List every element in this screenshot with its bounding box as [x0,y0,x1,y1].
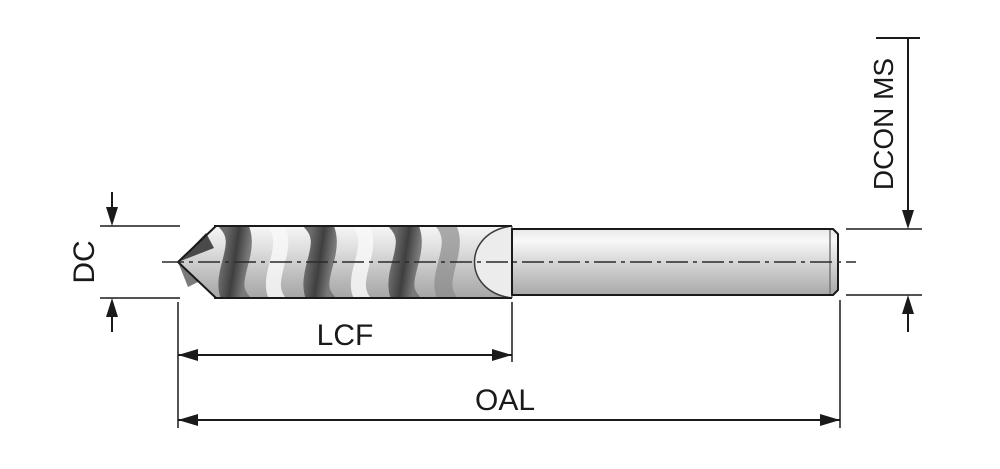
flute-outline [214,225,512,299]
arrowhead-down [902,210,914,229]
dcon-ms-dimension: DCON MS [846,37,922,332]
arrowhead-right [492,349,512,361]
dc-label: DC [68,240,101,283]
lcf-dimension: LCF [177,302,513,428]
tip-lower-facet [178,262,198,287]
dc-dimension: DC [68,192,180,332]
oal-dimension: OAL [178,300,841,428]
lcf-label: LCF [317,319,374,352]
arrowhead-right [820,414,840,426]
arrowhead-down [106,207,118,226]
arrowhead-up [106,298,118,317]
dcon-ms-label: DCON MS [868,58,899,190]
oal-label: OAL [475,384,535,417]
tip-outline [177,225,217,299]
arrowhead-left [178,414,198,426]
arrowhead-up [902,295,914,314]
arrowhead-left [178,349,198,361]
drill-tip [177,225,217,299]
